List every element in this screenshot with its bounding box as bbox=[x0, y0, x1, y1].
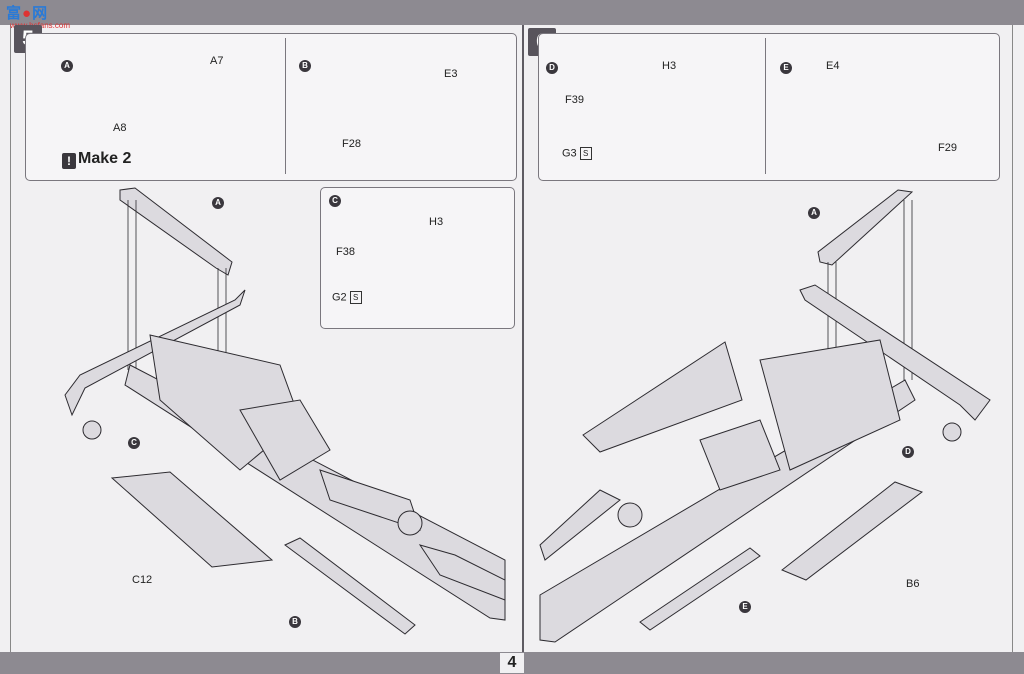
page-edge-left bbox=[10, 25, 11, 652]
part-label-f29: F29 bbox=[938, 142, 957, 154]
subassembly-e-badge: E bbox=[780, 62, 792, 74]
page-divider bbox=[522, 25, 524, 652]
subassembly-c-panel bbox=[320, 187, 515, 329]
part-label-h3-c: H3 bbox=[429, 216, 444, 228]
subassembly-a-badge: A bbox=[61, 60, 73, 72]
spru-mark-icon: S bbox=[349, 291, 362, 304]
page-edge-right bbox=[1012, 25, 1013, 652]
subassembly-b-badge: B bbox=[299, 60, 311, 72]
make-note: !Make 2 bbox=[62, 150, 131, 169]
part-label-e4: E4 bbox=[826, 60, 840, 72]
part-label-f38: F38 bbox=[336, 246, 355, 258]
callout-b-step5: B bbox=[289, 616, 301, 628]
make-note-text: Make 2 bbox=[78, 150, 132, 167]
callout-a-step5: A bbox=[212, 197, 224, 209]
callout-c-step5: C bbox=[128, 437, 140, 449]
panel-separator bbox=[765, 38, 766, 174]
step-5-subassembly-panel bbox=[25, 33, 517, 181]
page-number: 4 bbox=[500, 653, 524, 673]
part-label-b6: B6 bbox=[906, 578, 920, 590]
watermark-logo: 富●网 bbox=[6, 5, 49, 22]
callout-a-step6: A bbox=[808, 207, 820, 219]
callout-d-step6: D bbox=[902, 446, 914, 458]
part-label-a8: A8 bbox=[113, 122, 127, 134]
subassembly-d-badge: D bbox=[546, 62, 558, 74]
subassembly-c-badge: C bbox=[329, 195, 341, 207]
part-label-f39: F39 bbox=[565, 94, 584, 106]
part-label-f28: F28 bbox=[342, 138, 361, 150]
part-label-e3: E3 bbox=[444, 68, 458, 80]
step-6-subassembly-panel bbox=[538, 33, 1000, 181]
callout-e-step6: E bbox=[739, 601, 751, 613]
part-label-c12: C12 bbox=[132, 574, 153, 586]
top-bar bbox=[0, 0, 1024, 25]
panel-separator bbox=[285, 38, 286, 174]
chassis-left-illustration bbox=[64, 187, 506, 635]
spru-mark-icon: S bbox=[579, 147, 592, 160]
part-label-a7: A7 bbox=[210, 55, 224, 67]
part-label-h3-d: H3 bbox=[662, 60, 677, 72]
chassis-right-illustration bbox=[539, 189, 991, 643]
